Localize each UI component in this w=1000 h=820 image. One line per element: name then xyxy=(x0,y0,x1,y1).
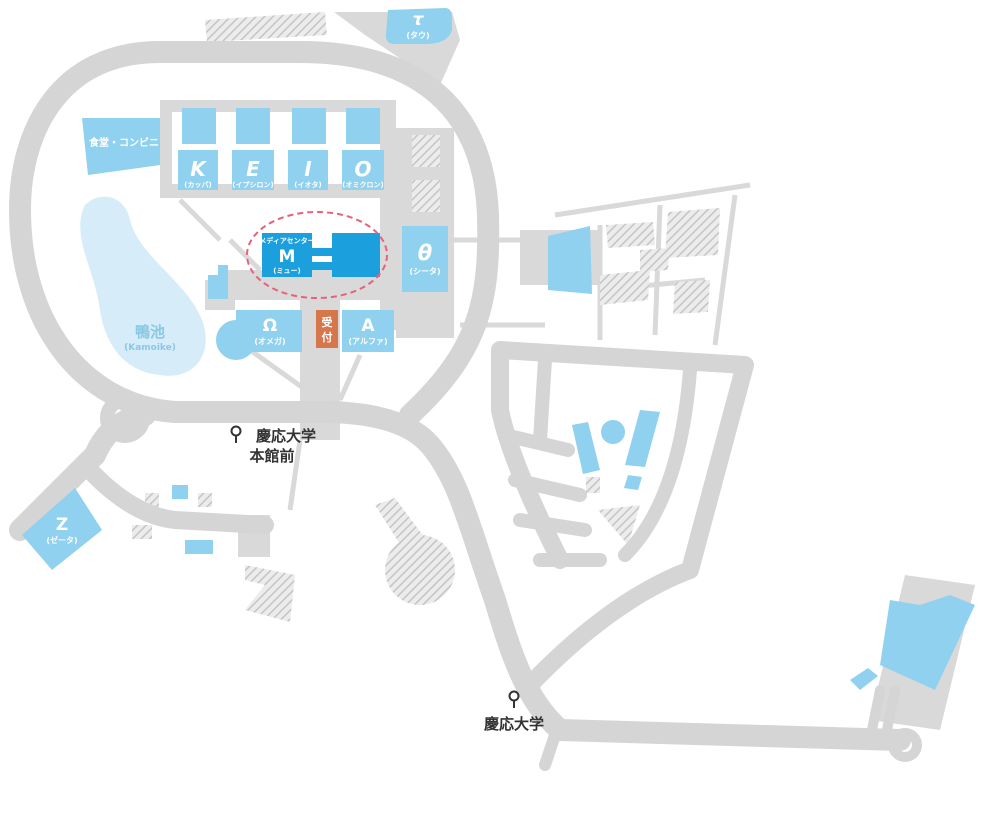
mu-letter: M xyxy=(279,247,296,267)
alpha-letter: A xyxy=(361,316,375,336)
east-buildings xyxy=(172,226,975,690)
upper-building-blocks xyxy=(182,108,380,144)
stop-name: 慶応大学 xyxy=(484,715,544,733)
roundabout-west xyxy=(100,393,150,443)
epsilon-reading: (イプシロン) xyxy=(232,180,273,189)
building-omicron[interactable]: Ο (オミクロン) xyxy=(342,150,384,190)
iota-reading: (イオタ) xyxy=(294,180,321,189)
stop-name-line1: 慶応大学 xyxy=(256,427,316,445)
bus-stop-keio[interactable]: 慶応大学 xyxy=(484,690,544,734)
reception-line1: 受 xyxy=(322,315,333,329)
tau-reading: (タウ) xyxy=(406,30,429,40)
zeta-reading: (ゼータ) xyxy=(46,535,77,545)
building-mu-media-center[interactable]: メディアセンター M (ミュー) xyxy=(246,211,388,299)
bus-stop-pin-icon xyxy=(508,690,520,708)
mu-sub-label: メディアセンター xyxy=(259,236,314,245)
building-theta[interactable]: θ (シータ) xyxy=(402,226,448,292)
highlight-ring xyxy=(246,211,388,299)
building-zeta[interactable]: Z (ゼータ) xyxy=(22,488,102,570)
zeta-letter: Z xyxy=(56,515,68,535)
small-building-west xyxy=(208,265,228,299)
pond-romaji: (Kamoike) xyxy=(124,343,176,353)
stop-name-line2: 本館前 xyxy=(249,447,294,465)
omicron-letter: Ο xyxy=(354,157,371,181)
epsilon-letter: Ε xyxy=(246,157,260,181)
alpha-reading: (アルファ) xyxy=(348,337,387,346)
building-iota[interactable]: Ι (イオタ) xyxy=(288,150,328,190)
reception[interactable]: 受 付 xyxy=(316,310,338,348)
omega-reading: (オメガ) xyxy=(254,336,285,346)
reception-line2: 付 xyxy=(322,330,333,344)
building-kappa[interactable]: Κ (カッパ) xyxy=(178,150,218,190)
theta-reading: (シータ) xyxy=(409,266,440,276)
kappa-letter: Κ xyxy=(190,157,207,181)
building-alpha[interactable]: A (アルファ) xyxy=(342,310,394,352)
other-buildings xyxy=(132,12,720,622)
kappa-reading: (カッパ) xyxy=(184,180,211,189)
roads xyxy=(9,41,922,771)
bus-stop-pin-icon xyxy=(230,425,242,443)
bus-stop-honkanmae[interactable]: 慶応大学 本館前 xyxy=(230,425,317,466)
iota-letter: Ι xyxy=(304,157,312,181)
tau-letter: τ xyxy=(413,10,425,30)
pond-name: 鴨池 xyxy=(135,323,165,341)
omicron-reading: (オミクロン) xyxy=(342,180,383,189)
cafeteria-label: 食堂・コンビニ xyxy=(88,136,159,149)
theta-letter: θ xyxy=(418,241,432,265)
omega-letter: Ω xyxy=(263,316,277,336)
building-epsilon[interactable]: Ε (イプシロン) xyxy=(232,150,274,190)
roundabout-east xyxy=(888,728,922,762)
cafeteria-building[interactable]: 食堂・コンビニ xyxy=(82,118,160,175)
building-tau[interactable]: τ (タウ) xyxy=(385,8,452,44)
pond-kamoike: 鴨池 (Kamoike) xyxy=(80,196,206,376)
mu-reading: (ミュー) xyxy=(273,267,300,275)
building-omega[interactable]: Ω (オメガ) xyxy=(216,310,302,360)
